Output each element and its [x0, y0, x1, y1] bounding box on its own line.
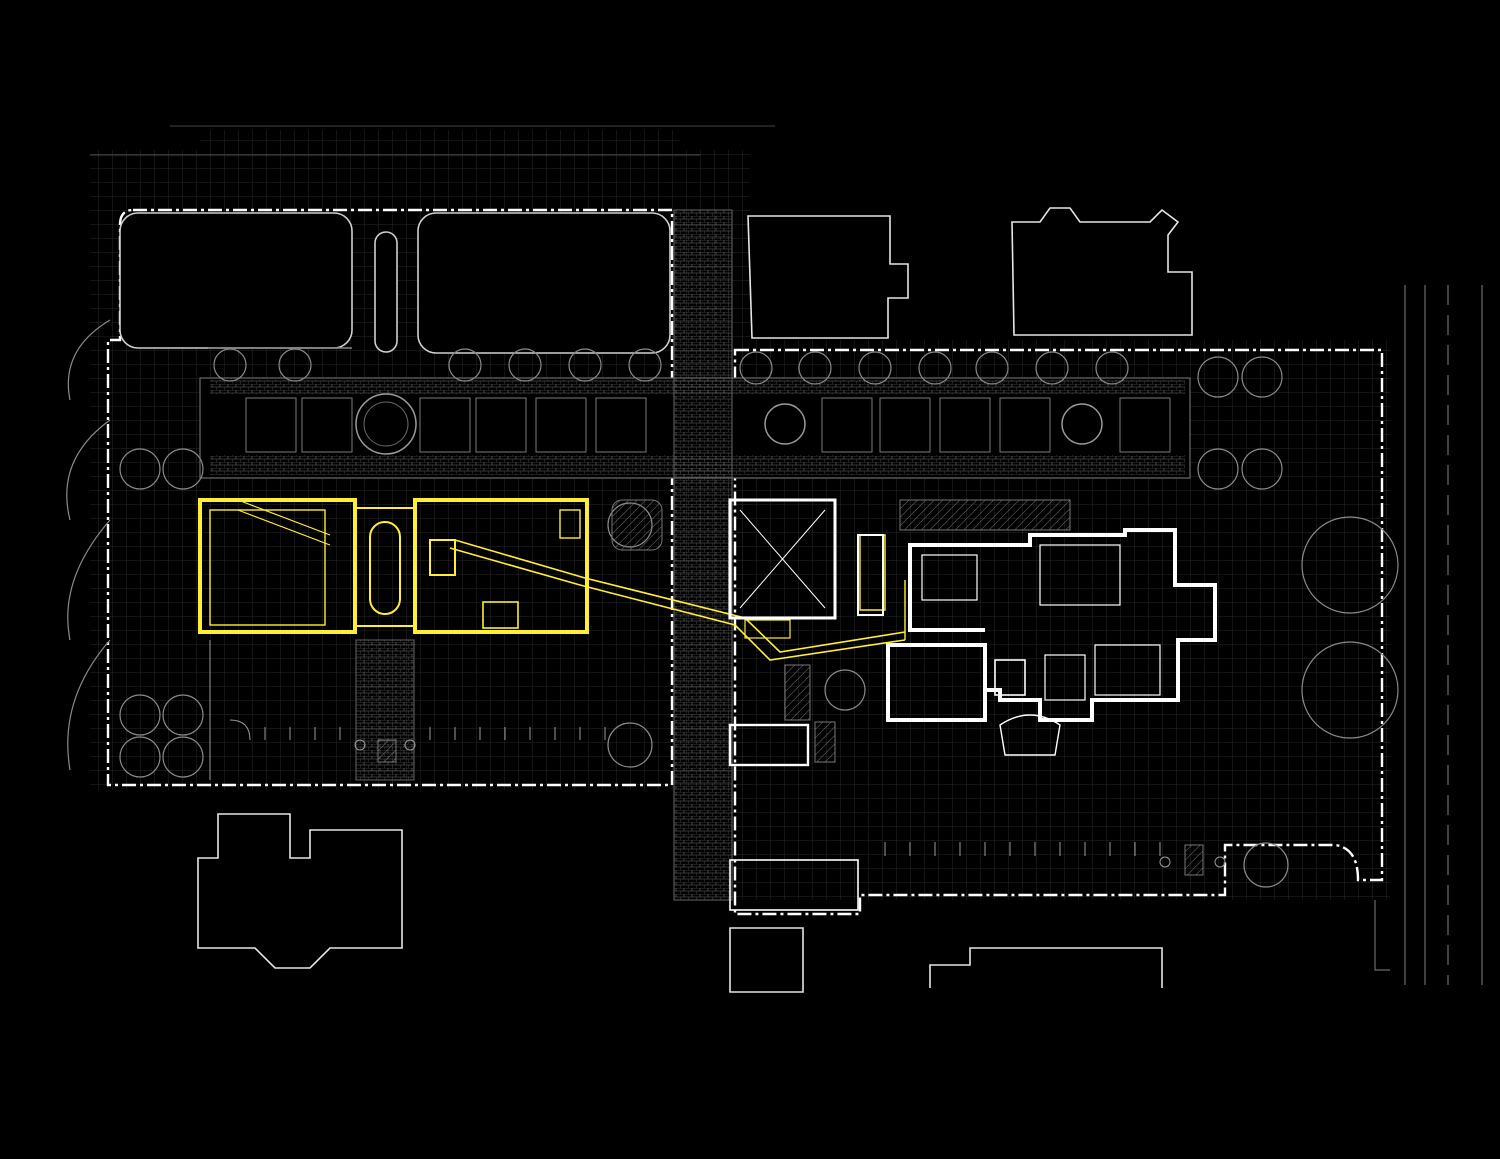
- neighbor-building-north-1: [747, 215, 909, 339]
- property-boundary: [106, 208, 1384, 916]
- north-planter-beds: [119, 212, 671, 354]
- existing-main-block: [886, 528, 1217, 722]
- neighbor-building-south-3: [929, 947, 1163, 988]
- new-wing-highlighted: [198, 498, 589, 634]
- fountain-west: [355, 393, 417, 455]
- neighbor-buildings: [197, 207, 1193, 993]
- fountain-east: [1061, 403, 1103, 445]
- neighbor-building-south-1: [197, 813, 403, 969]
- parking-area: [209, 499, 1226, 876]
- neighbor-building-south-2: [729, 927, 804, 993]
- fountain-center: [764, 403, 806, 445]
- brick-spine: [355, 209, 733, 901]
- street-edge: [1374, 285, 1483, 985]
- neighbor-building-north-2: [1011, 207, 1193, 336]
- new-wing-east-hall: [413, 498, 589, 634]
- trees: [66, 319, 1399, 888]
- existing-pavilion: [728, 498, 837, 620]
- existing-building: [728, 498, 1217, 911]
